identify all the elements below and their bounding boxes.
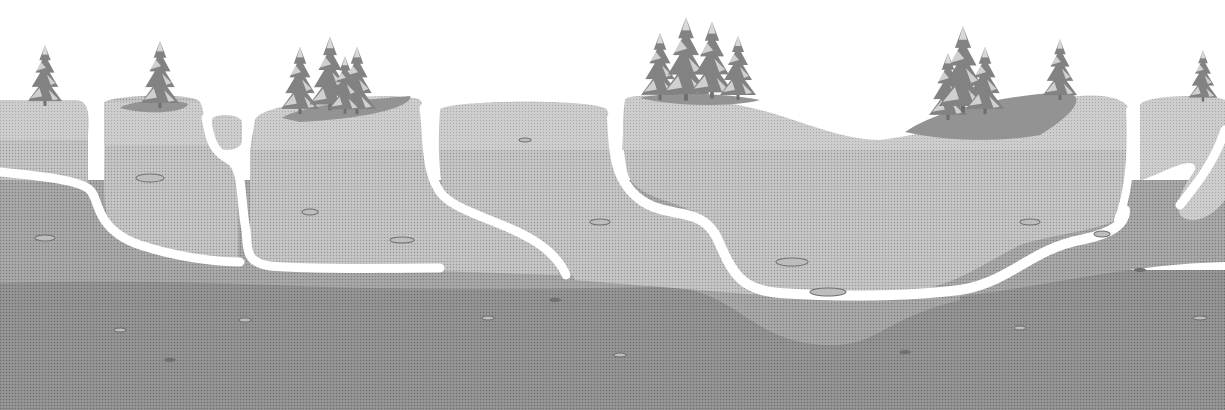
bedrock-layer xyxy=(0,270,1225,410)
